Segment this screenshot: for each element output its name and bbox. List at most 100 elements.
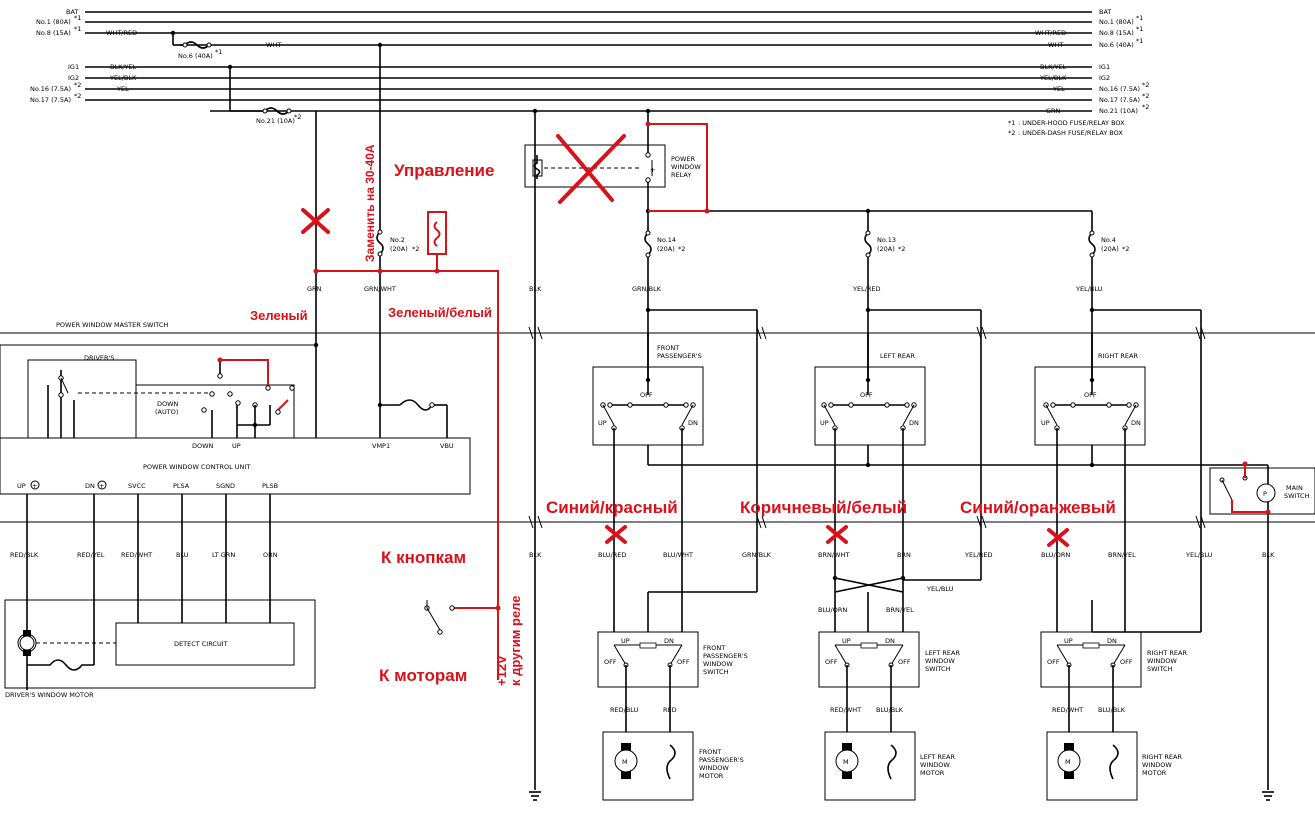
ground-symbol-right	[1262, 791, 1274, 801]
wire-red: RED	[663, 706, 677, 714]
wire-yel-right: YEL	[1052, 85, 1065, 93]
pin-up-label: UP	[17, 482, 26, 490]
wire-yel-blu-lower: YEL/BLU	[1185, 551, 1213, 559]
fp-up-upper: UP	[598, 419, 607, 427]
rr-label: RIGHT REAR	[1098, 352, 1138, 360]
fuse-no6-mark: *1	[215, 48, 222, 56]
bus-label-no8-left: No.8 (15A)	[36, 29, 71, 37]
drivers-label: DRIVER'S	[84, 354, 114, 362]
fp-off-upper: OFF	[640, 391, 653, 399]
rr-sw-off-r: OFF	[1120, 658, 1133, 666]
fuse-no4	[1087, 230, 1097, 258]
lr-sw-dn: DN	[885, 637, 895, 645]
fp-sw-off-l: OFF	[604, 658, 617, 666]
lr-off-upper: OFF	[860, 391, 873, 399]
wire-grn-right: GRN	[1046, 107, 1061, 115]
control-unit-label: POWER WINDOW CONTROL UNIT	[143, 463, 250, 471]
rr-off-upper: OFF	[1084, 391, 1097, 399]
bus-label-bat-left: BAT	[66, 8, 78, 16]
connector-rails	[0, 332, 1315, 523]
fuse-no14	[643, 230, 653, 258]
svg-text:+: +	[650, 166, 655, 174]
bus-label-bat-right: BAT	[1099, 8, 1111, 16]
lr-sw-off-l: OFF	[825, 658, 838, 666]
wire-red-wht-rr: RED/WHT	[1052, 706, 1083, 714]
wire-blu-red: BLU/RED	[598, 551, 626, 559]
rr-sw-up: UP	[1064, 637, 1073, 645]
fp-sw-off-r: OFF	[677, 658, 690, 666]
left-rear-window-switch	[818, 631, 920, 732]
wire-red-wht-lr: RED/WHT	[830, 706, 861, 714]
rr-sw-dn: DN	[1107, 637, 1117, 645]
legend-key-1: *1	[1008, 119, 1015, 127]
bus-mark2-no17-right: *2	[1142, 92, 1149, 100]
wire-wht-red-right: WHT/RED	[1035, 29, 1066, 37]
wire-blk-upper: BLK	[529, 285, 542, 293]
bus-label-ig1-left: IG1	[68, 63, 79, 71]
wire-blu-orn: BLU/ORN	[1041, 551, 1070, 559]
bus-mark1-no8-left: *1	[74, 25, 81, 33]
lr-up-upper: UP	[820, 419, 829, 427]
bus-label-ig2-right: IG2	[1099, 74, 1110, 82]
rr-sw-off-l: OFF	[1047, 658, 1060, 666]
wire-red-yel: RED/YEL	[77, 551, 105, 559]
ground-symbol-left	[529, 791, 541, 801]
lr-dn-upper: DN	[909, 419, 919, 427]
left-rear-window-motor	[824, 731, 916, 801]
wire-yel-blk-right: YEL/BLK	[1039, 74, 1067, 82]
wire-blu-orn-cross: BLU/ORN	[818, 606, 847, 614]
right-rear-switch-upper	[1034, 309, 1202, 632]
bus-mark1-no1-left: *1	[74, 14, 81, 22]
fuse-no2-mark: *2	[412, 245, 419, 253]
fuse-no14-label-a: No.14	[657, 236, 676, 244]
fuse-no21-label: No.21 (10A)	[256, 117, 295, 125]
fuse-no2-label-b: (20A)	[390, 245, 408, 253]
red-x-marks	[301, 134, 1069, 547]
drivers-motor-label: DRIVER'S WINDOW MOTOR	[5, 691, 94, 699]
fuse-no13	[863, 230, 873, 258]
drivers-switch-block	[0, 344, 317, 439]
wire-grn-wht-master: GRN/WHT	[364, 285, 396, 293]
lr-sw-label-a: LEFT REAR	[925, 649, 960, 657]
rr-sw-label-c: SWITCH	[1147, 665, 1173, 673]
wire-grn-master: GRN	[307, 285, 322, 293]
bus-label-no1-left: No.1 (80A)	[36, 18, 71, 26]
pin-sgnd-label: SGND	[216, 482, 235, 490]
wire-yel-left: YEL	[116, 85, 129, 93]
wire-brn-yel: BRN/YEL	[1108, 551, 1136, 559]
pin-plsb-label: PLSB	[262, 482, 278, 490]
pin-svcc-label: SVCC	[128, 482, 146, 490]
fuse-no14-label-b: (20A)	[657, 245, 675, 253]
bus-mark1-no1-right: *1	[1136, 14, 1143, 22]
fp-sw-label-c: WINDOW	[703, 660, 733, 668]
wire-brn-wht: BRN/WHT	[818, 551, 849, 559]
fp-sw-label-a: FRONT	[703, 644, 725, 652]
vmp1-label: VMP1	[372, 442, 390, 450]
wire-brn-yel-cross: BRN/YEL	[886, 606, 914, 614]
bus-mark2-no16-right: *2	[1142, 81, 1149, 89]
lr-motor-label-b: WINDOW	[920, 761, 950, 769]
fuse-no4-label-a: No.4	[1101, 236, 1116, 244]
wire-wht-bus: WHT	[266, 41, 281, 49]
bus-label-no17-right: No.17 (7.5A)	[1099, 96, 1140, 104]
fuse-no6	[182, 41, 212, 49]
fp-label-b: PASSENGER'S	[657, 352, 702, 360]
annotation-zeleny-bely: Зеленый/белый	[388, 305, 492, 320]
wire-blk-yel-right: BLK/YEL	[1040, 63, 1067, 71]
fp-sw-dn: DN	[664, 637, 674, 645]
lr-sw-label-b: WINDOW	[925, 657, 955, 665]
wire-yel-blu-cross: YEL/BLU	[926, 585, 954, 593]
lr-label: LEFT REAR	[880, 352, 915, 360]
wire-yel-red-upper: YEL/RED	[852, 285, 881, 293]
pin-dn-label: DN	[85, 482, 95, 490]
right-rear-window-switch	[1040, 631, 1142, 732]
wire-blu-wht: BLU/WHT	[663, 551, 693, 559]
power-window-control-unit	[0, 437, 471, 495]
wire-brn: BRN	[897, 551, 911, 559]
drivers-window-motor-block	[4, 599, 316, 689]
annotation-siniy-oranzhevy: Синий/оранжевый	[960, 498, 1116, 517]
main-switch-label-b: SWITCH	[1284, 492, 1310, 500]
main-switch-p: P	[1263, 490, 1267, 498]
bus-mark1-no8-right: *1	[1136, 25, 1143, 33]
bus-mark2-no21-right: *2	[1142, 103, 1149, 111]
